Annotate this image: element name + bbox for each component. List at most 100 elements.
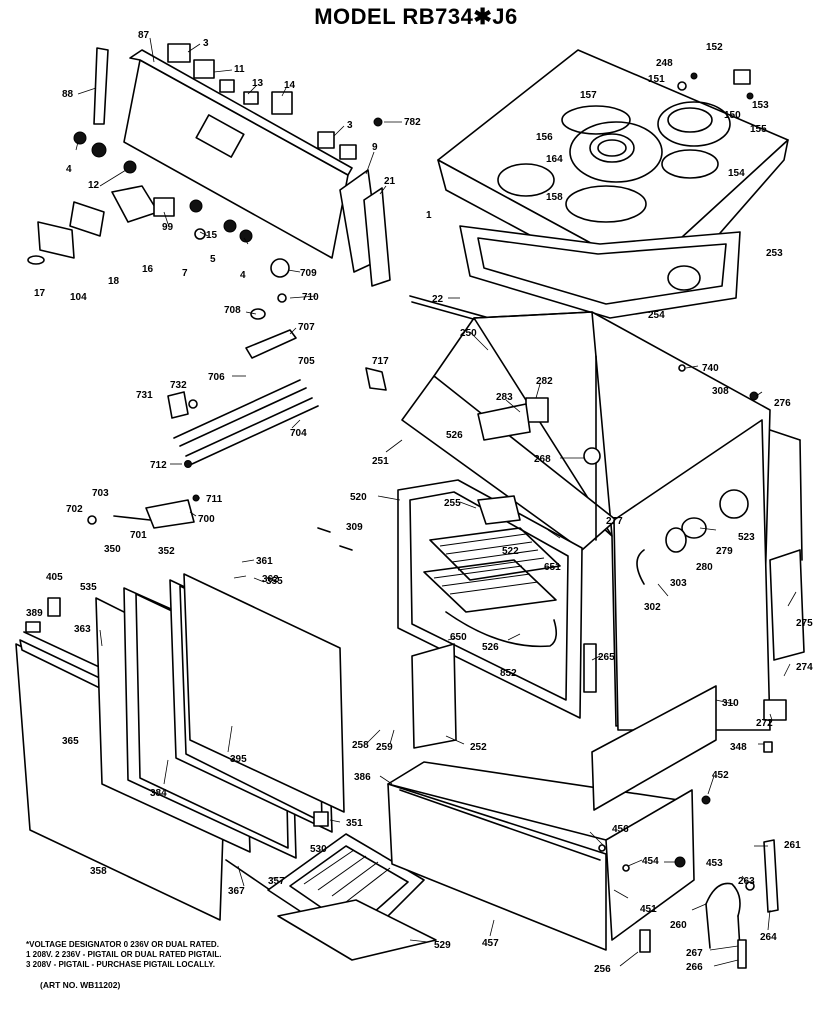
- part-label: 302: [644, 602, 661, 613]
- part-label: 21: [384, 176, 396, 187]
- part-label: 248: [656, 58, 673, 69]
- art-number: (ART NO. WB11202): [40, 980, 121, 990]
- part-label: 268: [534, 454, 551, 465]
- part-label: 4: [66, 164, 72, 175]
- note-line: 1 208V. 2 236V - PIGTAIL OR DUAL RATED P…: [26, 950, 222, 959]
- part-label: 251: [372, 456, 389, 467]
- part-label: 266: [686, 962, 703, 973]
- part-label: 4: [240, 270, 246, 281]
- part-label: 351: [346, 818, 363, 829]
- part-label: 710: [302, 292, 319, 303]
- part-label: 282: [536, 376, 553, 387]
- part-label: 362: [262, 574, 279, 585]
- part-label: 732: [170, 380, 187, 391]
- note-line: *VOLTAGE DESIGNATOR 0 236V OR DUAL RATED…: [26, 940, 219, 949]
- part-label: 520: [350, 492, 367, 503]
- part-label: 453: [706, 858, 723, 869]
- note-line: 3 208V - PIGTAIL - PURCHASE PIGTAIL LOCA…: [26, 960, 215, 969]
- part-label: 708: [224, 305, 241, 316]
- part-label: 276: [774, 398, 791, 409]
- door-latch-parts: [87, 293, 319, 529]
- part-label: 700: [198, 514, 215, 525]
- part-label: 272: [756, 718, 773, 729]
- broiler-pan: [267, 833, 437, 961]
- control-panel: [27, 43, 391, 287]
- part-label: 258: [352, 740, 369, 751]
- part-label: 256: [594, 964, 611, 975]
- part-label: 405: [46, 572, 63, 583]
- part-label: 254: [648, 310, 665, 321]
- part-label: 17: [34, 288, 46, 299]
- part-label: 526: [482, 642, 499, 653]
- part-label: 535: [80, 582, 97, 593]
- part-label: 384: [150, 788, 167, 799]
- part-label: 265: [598, 652, 615, 663]
- part-label: 158: [546, 192, 563, 203]
- part-label: 310: [722, 698, 739, 709]
- oven-cavity: [397, 479, 597, 719]
- part-label: 717: [372, 356, 389, 367]
- part-label: 88: [62, 89, 74, 100]
- part-label: 11: [234, 64, 245, 75]
- part-label: 16: [142, 264, 154, 275]
- part-label: 309: [346, 522, 363, 533]
- range-body: [317, 295, 805, 731]
- part-label: 154: [728, 168, 745, 179]
- part-label: 782: [404, 117, 421, 128]
- part-label: 87: [138, 30, 150, 41]
- part-label: 712: [150, 460, 167, 471]
- part-number-labels: 3 87 88 11 13 14 3 782 9 21 4 12 99 15 5…: [26, 30, 813, 975]
- part-label: 13: [252, 78, 264, 89]
- part-label: 164: [546, 154, 563, 165]
- part-label: 702: [66, 504, 83, 515]
- part-label: 451: [640, 904, 657, 915]
- part-label: 705: [298, 356, 315, 367]
- part-label: 153: [752, 100, 769, 111]
- part-label: 363: [74, 624, 91, 635]
- part-label: 261: [784, 840, 801, 851]
- part-label: 150: [724, 110, 741, 121]
- voltage-notes: *VOLTAGE DESIGNATOR 0 236V OR DUAL RATED…: [26, 940, 386, 970]
- part-label: 395: [230, 754, 247, 765]
- part-label: 14: [284, 80, 296, 91]
- part-label: 852: [500, 668, 517, 679]
- part-label: 303: [670, 578, 687, 589]
- part-label: 263: [738, 876, 755, 887]
- part-label: 352: [158, 546, 175, 557]
- part-label: 275: [796, 618, 813, 629]
- part-label: 274: [796, 662, 813, 673]
- part-label: 22: [432, 294, 444, 305]
- part-label: 389: [26, 608, 43, 619]
- part-label: 365: [62, 736, 79, 747]
- part-label: 457: [482, 938, 499, 949]
- part-label: 650: [450, 632, 467, 643]
- switch-part: [167, 43, 191, 63]
- part-label: 361: [256, 556, 273, 567]
- part-label: 529: [434, 940, 451, 951]
- part-label: 357: [268, 876, 285, 887]
- part-label: 350: [104, 544, 121, 555]
- part-label: 104: [70, 292, 87, 303]
- part-label: 526: [446, 430, 463, 441]
- part-label: 386: [354, 772, 371, 783]
- cooktop: [437, 49, 789, 319]
- part-label: 253: [766, 248, 783, 259]
- part-label: 259: [376, 742, 393, 753]
- part-label: 5: [210, 254, 216, 265]
- part-label: 151: [648, 74, 665, 85]
- part-label: 358: [90, 866, 107, 877]
- part-label: 252: [470, 742, 487, 753]
- part-label: 703: [92, 488, 109, 499]
- part-label: 152: [706, 42, 723, 53]
- part-label: 706: [208, 372, 225, 383]
- part-label: 522: [502, 546, 519, 557]
- part-label: 157: [580, 90, 597, 101]
- part-label: 367: [228, 886, 245, 897]
- leg-leveler-parts: [639, 699, 787, 969]
- part-label: 156: [536, 132, 553, 143]
- part-label: 7: [182, 268, 188, 279]
- part-label: 255: [444, 498, 461, 509]
- part-label: 456: [612, 824, 629, 835]
- part-label: 250: [460, 328, 477, 339]
